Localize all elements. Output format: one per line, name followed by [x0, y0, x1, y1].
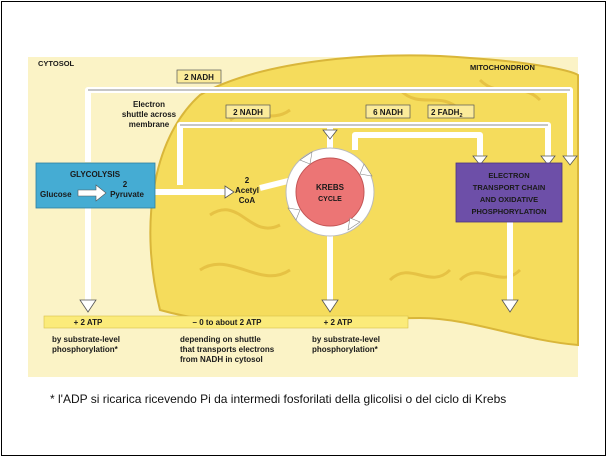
etc-line3: AND OXIDATIVE [480, 195, 538, 204]
arrowheads [79, 129, 578, 313]
glucose-label: Glucose [40, 190, 72, 199]
krebs-cycle-core [295, 157, 365, 227]
mitochondrion-label: MITOCHONDRION [470, 63, 535, 72]
glycolysis-box [35, 162, 156, 209]
pyruvate-label: Pyruvate [110, 190, 144, 199]
electron-shuttle-line1: Electron [133, 100, 165, 109]
etc-line2: TRANSPORT CHAIN [473, 183, 546, 192]
atp-desc-1-line1: by substrate-level [52, 335, 120, 344]
nadh-top-label: 2 NADH [184, 73, 214, 82]
footnote: * l'ADP si ricarica ricevendo Pi da inte… [50, 392, 507, 406]
atp-label-2: – 0 to about 2 ATP [193, 318, 263, 327]
krebs-cycle-arrows [287, 151, 373, 231]
glucose-to-pyruvate-arrow [77, 184, 107, 202]
krebs-label-2: CYCLE [318, 196, 342, 203]
pyruvate-count: 2 [123, 180, 128, 189]
cytosol-label: CYTOSOL [38, 59, 75, 68]
etc-line1: ELECTRON [488, 171, 529, 180]
acetyl-label: Acetyl [235, 186, 259, 195]
cellular-respiration-diagram: CYTOSOL MITOCHONDRION 2 NADH 2 NADH 6 NA… [28, 54, 579, 377]
atp-label-3: + 2 ATP [324, 318, 353, 327]
acetyl-count: 2 [245, 176, 250, 185]
atp-desc-1-line2: phosphorylation* [52, 345, 119, 354]
krebs-label-1: KREBS [316, 183, 345, 192]
atp-bar [43, 315, 409, 329]
atp-desc-2-line2: that transports electrons [180, 345, 275, 354]
atp-desc-2-line1: depending on shuttle [180, 335, 261, 344]
electron-shuttle-line2: shuttle across [122, 110, 177, 119]
coa-label: CoA [239, 196, 256, 205]
etc-line4: PHOSPHORYLATION [471, 207, 546, 216]
etc-box [455, 162, 563, 223]
nadh-box-top [176, 69, 222, 84]
nadh-mid-label: 2 NADH [233, 108, 263, 117]
atp-desc-2-line3: from NADH in cytosol [180, 355, 263, 364]
atp-label-1: + 2 ATP [74, 318, 103, 327]
flow-line-outlines [88, 89, 570, 126]
fadh-label: 2 FADH2 [431, 108, 463, 119]
nadh-krebs-label: 6 NADH [373, 108, 403, 117]
atp-desc-3-line2: phosphorylation* [312, 345, 379, 354]
fadh-box [427, 104, 475, 119]
nadh-box-krebs [365, 104, 411, 119]
nadh-box-mid [225, 104, 271, 119]
electron-shuttle-line3: membrane [129, 120, 170, 129]
atp-desc-3-line1: by substrate-level [312, 335, 380, 344]
glycolysis-title: GLYCOLYSIS [70, 170, 121, 179]
